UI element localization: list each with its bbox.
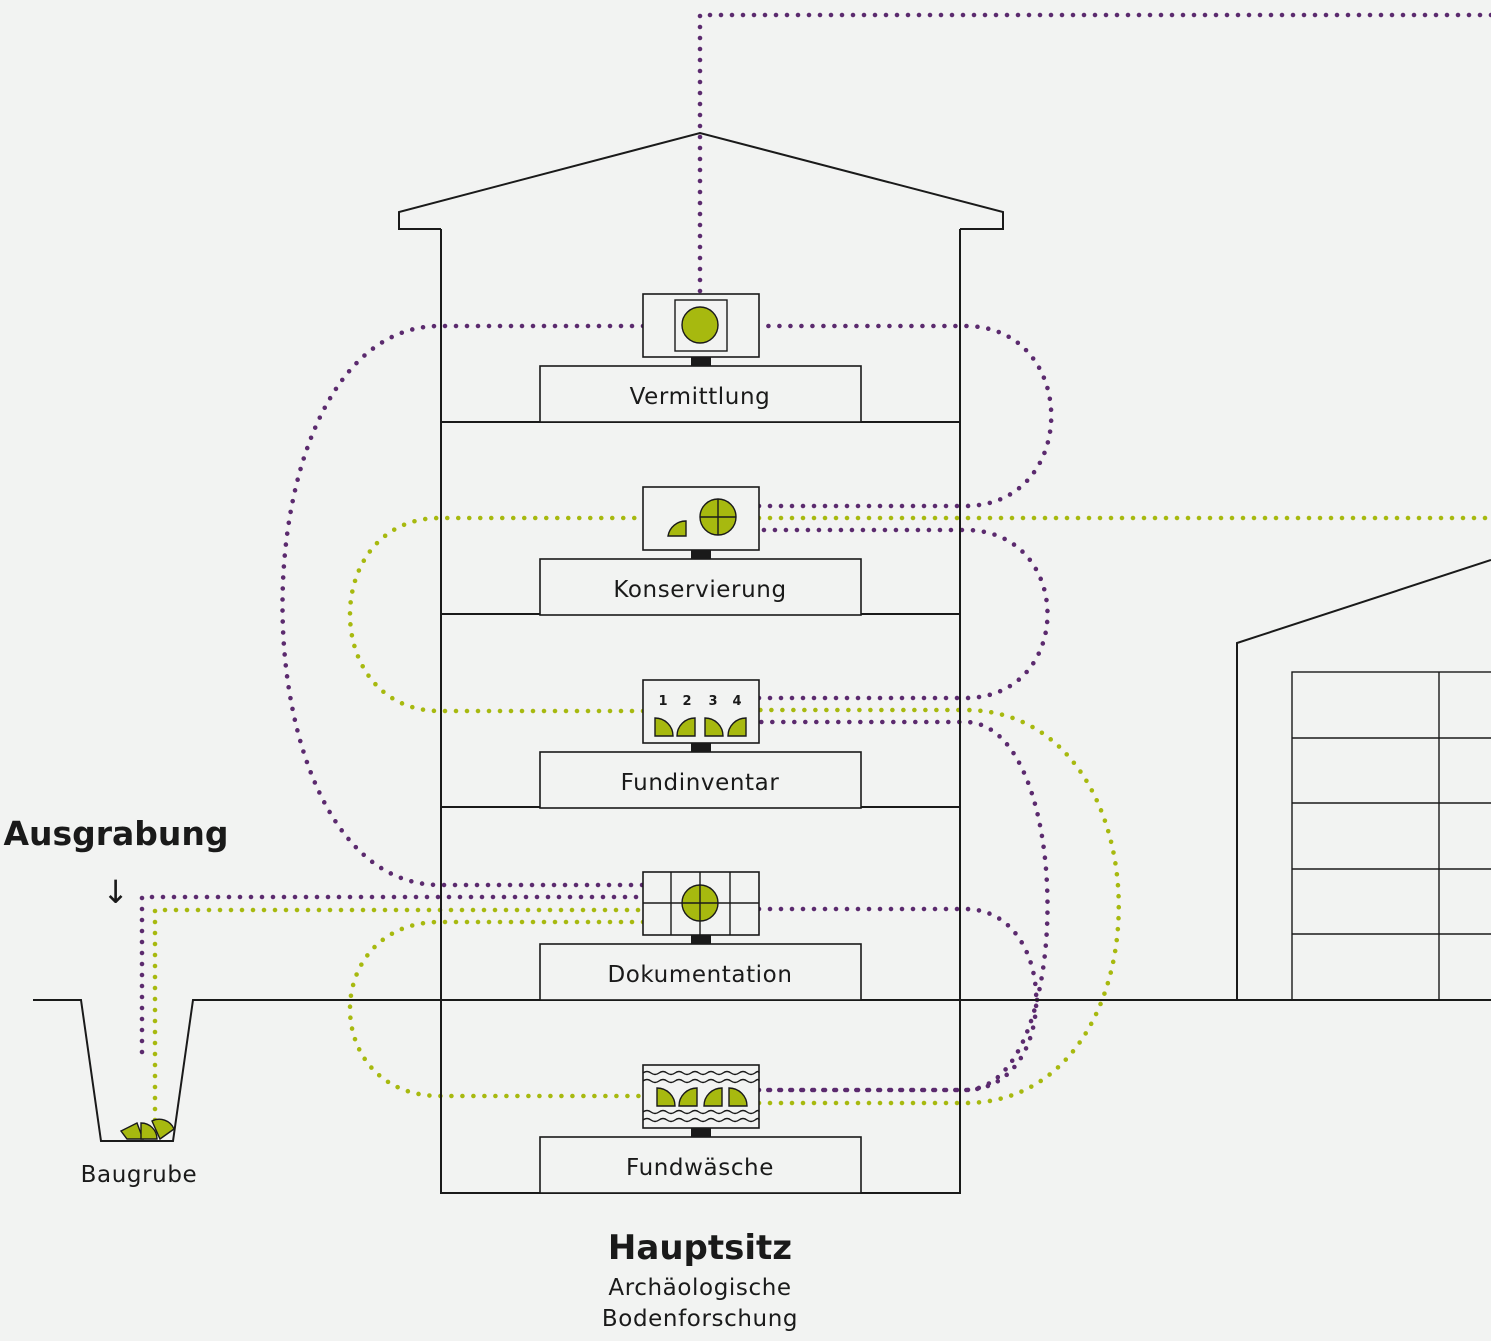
department-konservierung: Konservierung — [539, 486, 862, 616]
stand — [691, 357, 711, 366]
stand — [691, 935, 711, 944]
storage-shelf — [1291, 671, 1491, 1001]
department-dokumentation: Dokumentation — [539, 871, 862, 1001]
department-label: Fundwäsche — [626, 1155, 774, 1181]
artifact-fill — [676, 717, 696, 737]
pit-artifacts — [119, 1118, 175, 1141]
label-plate — [539, 365, 862, 423]
artifact-fill — [119, 1122, 145, 1140]
label-plate — [539, 751, 862, 809]
excavation-title: Ausgrabung — [3, 814, 228, 853]
department-vermittlung: Vermittlung — [539, 293, 862, 423]
label-plate — [539, 943, 862, 1001]
purple-path-doc-wash — [756, 906, 1039, 1093]
artifact-fill — [704, 717, 724, 737]
department-fundinventar: 1 2 3 4 Fundinventar — [539, 679, 862, 809]
artifact-fill — [681, 306, 719, 344]
building-roof — [398, 131, 1004, 230]
purple-path-excavation — [139, 894, 646, 1055]
water-wave — [642, 1078, 760, 1084]
fragment-number: 4 — [732, 694, 741, 709]
stand — [691, 1128, 711, 1137]
headquarters-caption: Hauptsitz Archäologische Bodenforschung — [602, 1228, 798, 1332]
purple-path-wash-inventory — [756, 719, 1050, 1093]
artifact-fill — [667, 520, 687, 537]
artifact-fill — [140, 1122, 158, 1140]
purple-path-conserve-present — [756, 323, 1054, 509]
label-plate — [539, 1136, 862, 1194]
fragment-number: 2 — [682, 694, 691, 709]
fragment-number: 3 — [708, 694, 717, 709]
green-path-doc-wash — [347, 919, 646, 1099]
headquarters-subtitle: Archäologische — [608, 1275, 791, 1301]
artifact-fill — [678, 1087, 698, 1107]
department-label: Fundinventar — [621, 770, 780, 796]
artifact-fill — [727, 717, 747, 737]
purple-path — [139, 12, 1491, 1093]
department-fundwaesche: Fundwäsche — [539, 1064, 862, 1194]
water-wave — [642, 1117, 760, 1123]
artifact-fill — [151, 1118, 175, 1141]
green-path-inventory-conserve — [347, 515, 646, 714]
down-arrow-icon: ↓ — [102, 873, 129, 911]
artifact-fill — [728, 1087, 748, 1107]
department-label: Konservierung — [613, 577, 786, 603]
artifact-fill — [656, 1087, 676, 1107]
water-wave — [642, 1070, 760, 1076]
stand — [691, 743, 711, 752]
green-path — [152, 515, 1491, 1123]
purple-path-exit-top — [697, 12, 1491, 297]
green-path-wash-inventory — [756, 707, 1121, 1106]
purple-path-inventory-conserve — [756, 527, 1050, 701]
warehouse-outline — [1236, 559, 1491, 1000]
artifact-fill — [703, 1087, 723, 1107]
purple-path-present-doc — [280, 323, 646, 888]
display-frame — [674, 299, 728, 352]
water-wave — [642, 1109, 760, 1115]
headquarters-subtitle: Bodenforschung — [602, 1306, 798, 1332]
warehouse-building — [1236, 559, 1491, 1001]
department-label: Vermittlung — [630, 384, 771, 410]
headquarters-title: Hauptsitz — [608, 1228, 792, 1268]
green-path-excavation — [152, 907, 646, 1123]
excavation-site: Ausgrabung ↓ Baugrube — [3, 814, 228, 1188]
department-label: Dokumentation — [607, 962, 792, 988]
artifact-fill — [654, 717, 674, 737]
fragment-number: 1 — [658, 694, 667, 709]
stand — [691, 550, 711, 559]
ground-line — [33, 999, 1491, 1142]
label-plate — [539, 558, 862, 616]
pit-label: Baugrube — [81, 1162, 198, 1188]
